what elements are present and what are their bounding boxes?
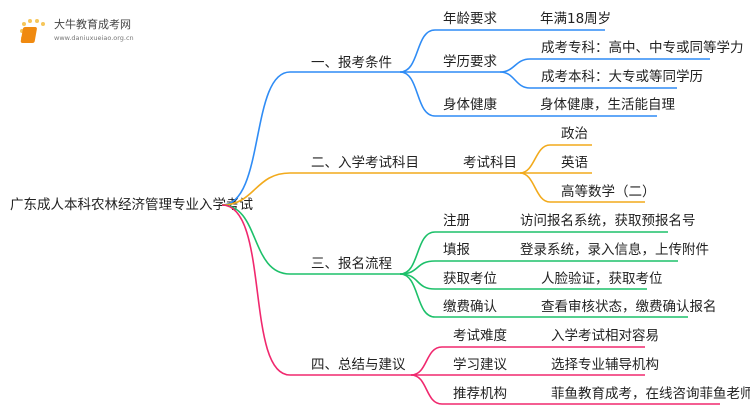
logo-name: 大牛教育成考网: [54, 17, 131, 31]
node: 人脸验证，获取考位: [541, 271, 663, 287]
node: 推荐机构: [453, 386, 507, 402]
node: 获取考位: [443, 271, 497, 287]
book-icon: [20, 27, 37, 43]
node: 英语: [561, 154, 588, 171]
logo-url: www.daniuxueiao.org.cn: [54, 34, 134, 42]
node: 学习建议: [453, 357, 507, 373]
node: 政治: [561, 126, 588, 142]
node: 学历要求: [443, 54, 497, 70]
node: 考试科目: [463, 155, 517, 171]
node: 考试难度: [453, 328, 507, 344]
branch-1-label: 一、报考条件: [311, 54, 392, 71]
node: 选择专业辅导机构: [551, 357, 659, 373]
branch-4-lines: [221, 204, 720, 405]
node: 菲鱼教育成考，在线咨询菲鱼老师: [551, 385, 750, 402]
node: 注册: [443, 213, 470, 229]
logo: 大牛教育成考网 www.daniuxueiao.org.cn: [20, 17, 134, 43]
branch-3-label: 三、报名流程: [311, 256, 392, 272]
node: 高等数学（二）: [561, 183, 656, 200]
branch-2-lines: [221, 144, 645, 206]
node: 填报: [443, 242, 470, 258]
node: 身体健康，生活能自理: [540, 96, 675, 113]
node: 成考本科：大专或等同学历: [541, 68, 703, 85]
node: 年龄要求: [443, 11, 497, 27]
node: 入学考试相对容易: [551, 327, 659, 344]
branch-3-lines: [221, 204, 688, 318]
node: 年满18周岁: [540, 11, 611, 27]
node: 缴费确认: [443, 299, 497, 315]
node: 身体健康: [443, 96, 497, 113]
root-node: 广东成人本科农林经济管理专业入学考试: [10, 197, 253, 213]
branch-1-lines: [221, 29, 710, 206]
node: 查看审核状态，缴费确认报名: [541, 299, 717, 315]
node: 登录系统，录入信息，上传附件: [520, 241, 709, 258]
node: 访问报名系统，获取预报名号: [520, 213, 696, 229]
node: 成考专科：高中、中专或同等学力: [541, 39, 744, 56]
branch-2-label: 二、入学考试科目: [311, 155, 419, 171]
branch-4-label: 四、总结与建议: [311, 357, 406, 373]
